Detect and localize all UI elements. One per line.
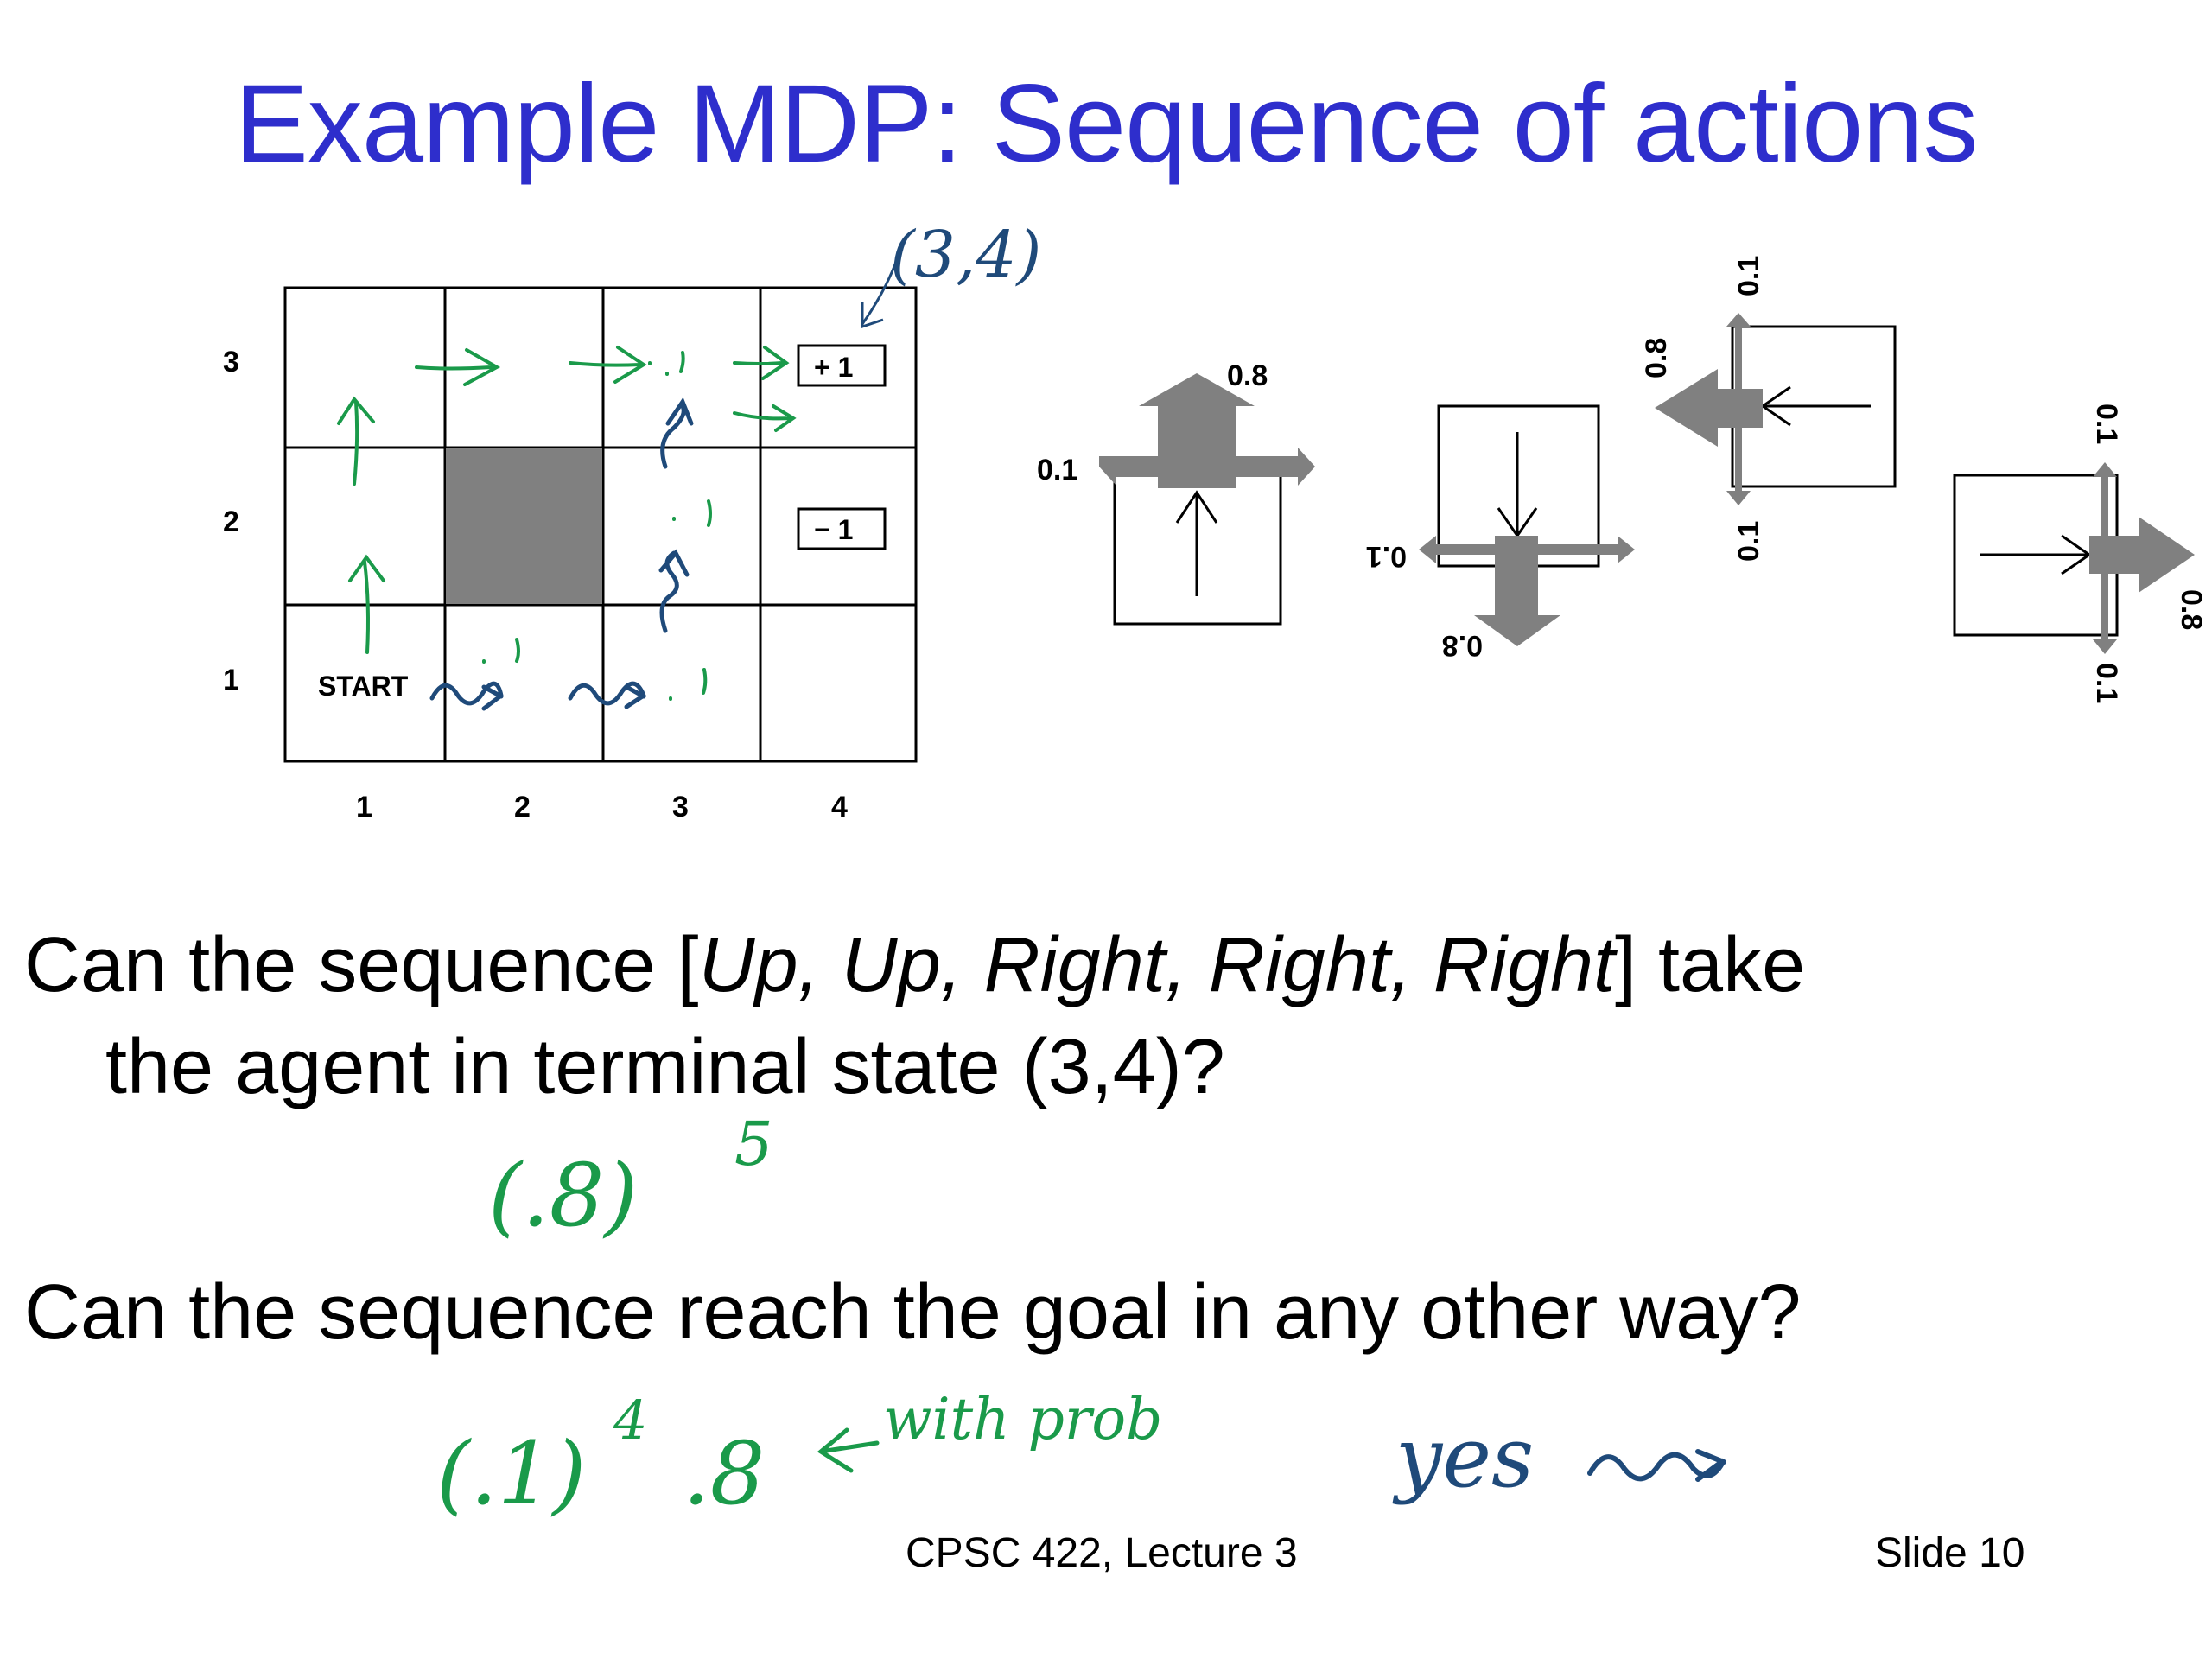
terminal-annotation-arrow bbox=[861, 241, 905, 329]
handwritten-blue-squiggles bbox=[429, 397, 694, 711]
row-label-3: 3 bbox=[223, 346, 239, 378]
down-prob-0.8: 0.8 bbox=[1442, 629, 1483, 662]
terminal-state-annotation: (3,4) bbox=[890, 218, 1041, 292]
col-label-4: 4 bbox=[831, 791, 848, 823]
up-prob-0.8: 0.8 bbox=[1227, 359, 1268, 392]
answer2-note: with prob bbox=[883, 1386, 1162, 1452]
right-prob-0.8: 0.8 bbox=[2175, 589, 2208, 630]
answer1-annotation: (.8) bbox=[488, 1145, 638, 1246]
transition-left-diagram bbox=[1655, 313, 1897, 505]
col-label-1: 1 bbox=[356, 791, 372, 823]
penalty-reward-label: − 1 bbox=[814, 514, 853, 545]
answer1-exponent: 5 bbox=[734, 1109, 773, 1179]
question-1-pre: Can the sequence [ bbox=[24, 922, 699, 1008]
col-label-2: 2 bbox=[514, 791, 531, 823]
footer-slide-number: Slide 10 bbox=[1875, 1530, 2025, 1576]
footer-course: CPSC 422, Lecture 3 bbox=[906, 1530, 1298, 1576]
answer2-annotation: (.1) bbox=[436, 1423, 586, 1524]
col-label-3: 3 bbox=[672, 791, 689, 823]
row-label-1: 1 bbox=[223, 664, 239, 696]
question-1-post: ] take bbox=[1615, 922, 1806, 1008]
question-1-line2: the agent in terminal state (3,4)? bbox=[105, 1024, 1225, 1110]
question-1-actions: Up, Up, Right, Right, Right bbox=[698, 922, 1616, 1008]
goal-reward-box bbox=[797, 344, 887, 387]
right-prob-0.1-bottom: 0.1 bbox=[2090, 663, 2123, 703]
wall-cell bbox=[446, 448, 602, 604]
handwritten-path-arrows bbox=[337, 346, 797, 701]
up-prob-0.1: 0.1 bbox=[1037, 454, 1077, 486]
penalty-reward-box bbox=[797, 507, 887, 550]
question-2: Can the sequence reach the goal in any o… bbox=[24, 1269, 1802, 1356]
left-prob-0.8: 0.8 bbox=[1640, 338, 1673, 378]
question-1: Can the sequence [Up, Up, Right, Right, … bbox=[24, 914, 1805, 1118]
down-prob-0.1: 0.1 bbox=[1366, 540, 1407, 573]
goal-reward-label: + 1 bbox=[814, 352, 853, 383]
transition-down-diagram bbox=[1419, 404, 1635, 646]
transition-up-diagram bbox=[1099, 373, 1315, 626]
start-label: START bbox=[318, 671, 409, 702]
left-prob-0.1-top: 0.1 bbox=[1732, 256, 1765, 296]
transition-right-diagram bbox=[1953, 462, 2195, 654]
yes-annotation: yes bbox=[1392, 1409, 1534, 1506]
answer2-exponent: 4 bbox=[613, 1389, 647, 1452]
yes-squiggle bbox=[1587, 1449, 1726, 1482]
right-prob-0.1-top: 0.1 bbox=[2090, 404, 2123, 444]
slide-title: Example MDP: Sequence of actions bbox=[234, 62, 1978, 186]
answer2-pointer-arrow bbox=[817, 1427, 880, 1473]
row-label-2: 2 bbox=[223, 505, 239, 538]
left-prob-0.1-bottom: 0.1 bbox=[1732, 521, 1765, 562]
answer2-factor: .8 bbox=[683, 1423, 765, 1524]
